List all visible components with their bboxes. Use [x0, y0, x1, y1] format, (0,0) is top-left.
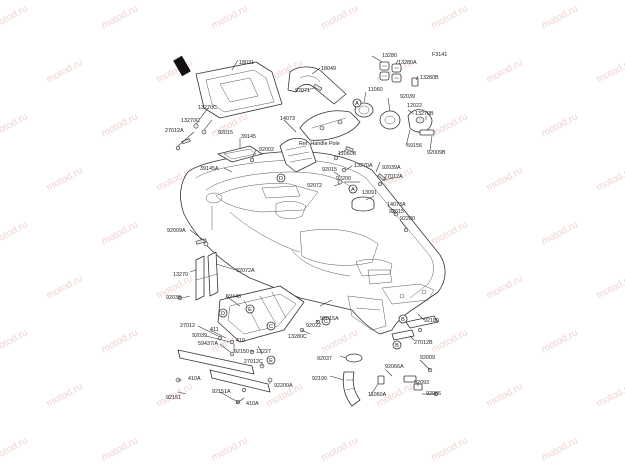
- part-label-92200a: 92200A: [274, 383, 293, 389]
- flex-boot: [279, 137, 317, 173]
- drain-plug-assembly: [379, 109, 435, 136]
- part-label-92015-3: 92015: [389, 209, 404, 215]
- reference-note: Ref. Handle Pole: [299, 141, 340, 147]
- part-label-27012: 27012: [180, 323, 195, 329]
- rear-bumper: [391, 315, 439, 341]
- part-label-92022: 92022: [306, 323, 321, 329]
- part-label-11060: 11060: [368, 87, 383, 93]
- part-label-92015a: 92015A: [320, 316, 339, 322]
- part-label-13280b: 13280B: [420, 75, 439, 81]
- rubber-caps: [379, 61, 419, 87]
- part-label-13227: 13227: [256, 349, 271, 355]
- part-label-92093: 92093: [414, 380, 429, 386]
- callout-e-lower: E: [269, 358, 273, 364]
- part-label-59448: 59448: [226, 294, 241, 300]
- callout-markers: A A B B C C D D E E: [218, 98, 408, 365]
- part-label-92039-2: 92039: [166, 295, 181, 301]
- part-label-411: 411: [210, 327, 219, 333]
- part-label-92071: 92071: [295, 88, 310, 94]
- callout-c-plate: C: [269, 324, 273, 330]
- part-label-92002: 92002: [259, 147, 274, 153]
- part-label-11060a: 11060A: [368, 392, 387, 398]
- part-label-13091: 13091: [362, 190, 377, 196]
- part-label-27012b: 27012B: [414, 340, 433, 346]
- part-label-92009b: 92009B: [427, 150, 446, 156]
- callout-b-bumper: B: [395, 343, 399, 349]
- part-label-92200-2: 92200: [400, 216, 415, 222]
- part-label-27012a: 27012A: [165, 128, 184, 134]
- ride-plate: [217, 285, 305, 343]
- part-label-92009: 92009: [420, 355, 435, 361]
- part-label-92072a: 92072A: [236, 268, 255, 274]
- side-strut: [195, 251, 219, 301]
- seal-ring: [217, 145, 263, 163]
- callout-c-hull: C: [324, 319, 328, 325]
- part-label-92015: 92015: [218, 130, 233, 136]
- callout-d-boot: D: [279, 176, 283, 182]
- callout-b-hull: B: [401, 317, 405, 323]
- lower-sponsons: [177, 349, 271, 393]
- part-label-13270: 13270: [173, 272, 188, 278]
- callout-e-plate: E: [248, 307, 252, 313]
- part-label-13270c-2: 13270C: [181, 118, 200, 124]
- part-label-410: 410: [236, 338, 245, 344]
- part-label-11060b: 11060B: [338, 151, 357, 157]
- part-label-14073a: 14073A: [387, 202, 406, 208]
- part-label-13280a: 13280A: [398, 60, 417, 66]
- hose-clamp: [345, 353, 363, 363]
- part-label-59437a: 59437/A: [198, 341, 218, 347]
- vent-cover: [299, 110, 361, 141]
- part-label-92009a: 92009A: [167, 228, 186, 234]
- callout-d-plate: D: [221, 311, 225, 317]
- part-label-18049: 18049: [321, 66, 336, 72]
- part-label-92150: 92150: [234, 349, 249, 355]
- part-label-59156: 59156: [407, 143, 422, 149]
- part-label-39145a: 39145A: [200, 166, 219, 172]
- part-label-13280c: 13280C: [288, 334, 307, 340]
- part-label-14073: 14073: [280, 116, 295, 122]
- drain-hose: [342, 371, 361, 407]
- brand-badge-icon: [173, 55, 191, 77]
- part-number-labels: F3141 Ref. Handle Pole 18031 18049 13280…: [165, 52, 447, 407]
- diagram-code: F3141: [432, 52, 447, 58]
- part-label-27012a-2: 27012A: [384, 174, 403, 180]
- part-label-92039: 92039: [400, 94, 415, 100]
- part-label-13270c: 13270C: [198, 105, 217, 111]
- part-label-92072: 92072: [307, 183, 322, 189]
- part-label-92180: 92180: [424, 318, 439, 324]
- part-label-92039a: 92039A: [382, 165, 401, 171]
- part-label-13270b: 13270B: [415, 111, 434, 117]
- callout-a-hull: A: [351, 187, 355, 193]
- part-label-92151: 92151: [166, 395, 181, 401]
- callout-a-top: A: [355, 101, 359, 107]
- part-label-92066a: 92066A: [385, 364, 404, 370]
- part-label-92015-2: 92015: [322, 167, 337, 173]
- part-label-92037: 92037: [317, 356, 332, 362]
- part-label-27012c: 27012C: [244, 359, 263, 365]
- leader-lines: [177, 55, 436, 405]
- hull-body: [180, 151, 446, 335]
- part-label-39145: 39145: [241, 134, 256, 140]
- part-label-13270a: 13270A: [354, 163, 373, 169]
- part-label-92200: 92200: [336, 176, 351, 182]
- part-label-410a: 410A: [188, 376, 201, 382]
- part-label-18031: 18031: [239, 60, 254, 66]
- round-plug: [351, 196, 375, 212]
- part-label-13280: 13280: [382, 53, 397, 59]
- storage-bin: [195, 61, 283, 119]
- part-label-12022: 12022: [407, 103, 422, 109]
- part-label-92190: 92190: [312, 376, 327, 382]
- part-label-92151a: 92151A: [212, 389, 231, 395]
- part-label-92066: 92066: [426, 391, 441, 397]
- lower-right-brackets: [377, 375, 423, 391]
- part-label-410a-2: 410A: [246, 401, 259, 407]
- part-label-92039-3: 92039: [192, 333, 207, 339]
